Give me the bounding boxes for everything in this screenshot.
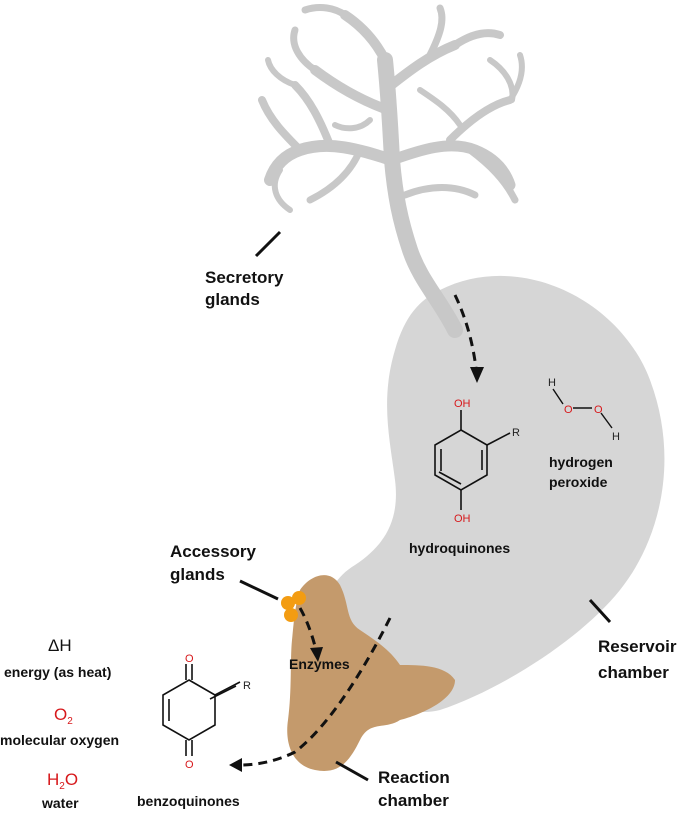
secretory-leader-line [254,230,282,258]
reservoir-chamber-label-line1: Reservoir [598,637,677,656]
flow-arrow-accessory-to-enzymes [298,607,318,651]
reaction-chamber-label-line2: chamber [378,791,449,810]
benzoquinone-structure [162,664,241,756]
hydroquinone-structure [434,410,511,510]
oxygen-symbol: O2 [54,705,73,727]
benzoquinone-o-top: O [185,653,194,665]
flow-arrow-to-benzoquinones [239,617,392,767]
reservoir-chamber-shape [324,275,665,712]
accessory-leader-line [239,579,279,601]
enzymes-label: Enzymes [289,656,350,672]
benzoquinones-label: benzoquinones [137,793,240,809]
hydroquinone-r-group: R [512,427,520,439]
peroxide-h-left: H [548,377,556,389]
peroxide-o-right: O [594,404,603,416]
reservoir-chamber-label-line2: chamber [598,663,669,682]
hydrogen-peroxide-label-line1: hydrogen [549,454,613,470]
accessory-glands-label-line1: Accessory [170,542,257,561]
reaction-chamber-label-line1: Reaction [378,768,450,787]
hydroquinones-label: hydroquinones [409,540,510,556]
arrowhead-enzymes [310,647,323,662]
peroxide-o-left: O [564,404,573,416]
hydrogen-peroxide-structure [552,388,613,429]
arrowhead-benzoquinones [229,758,242,772]
heat-label: energy (as heat) [4,664,111,680]
heat-symbol: ΔH [48,636,72,655]
benzoquinone-r-group: R [243,680,251,692]
reservoir-leader-line [588,598,612,624]
benzoquinone-o-bottom: O [185,759,194,771]
water-symbol: H2O [47,770,78,792]
flow-arrow-glands-to-reservoir [453,294,478,369]
accessory-glands-shape [281,591,306,622]
accessory-glands-label-line2: glands [170,565,225,584]
hydrogen-peroxide-label-line2: peroxide [549,474,608,490]
secretory-glands-label-line2: glands [205,290,260,309]
reaction-chamber-shape [287,575,455,771]
oxygen-label: molecular oxygen [0,732,119,748]
hydroquinone-oh-top: OH [454,398,471,410]
arrowhead-reservoir [470,367,484,383]
hydroquinone-oh-bottom: OH [454,513,471,525]
water-label: water [41,795,79,811]
secretory-glands-label-line1: Secretory [205,268,284,287]
secretory-glands-shape [258,4,525,338]
peroxide-h-right: H [612,431,620,443]
reaction-leader-line [335,760,369,782]
